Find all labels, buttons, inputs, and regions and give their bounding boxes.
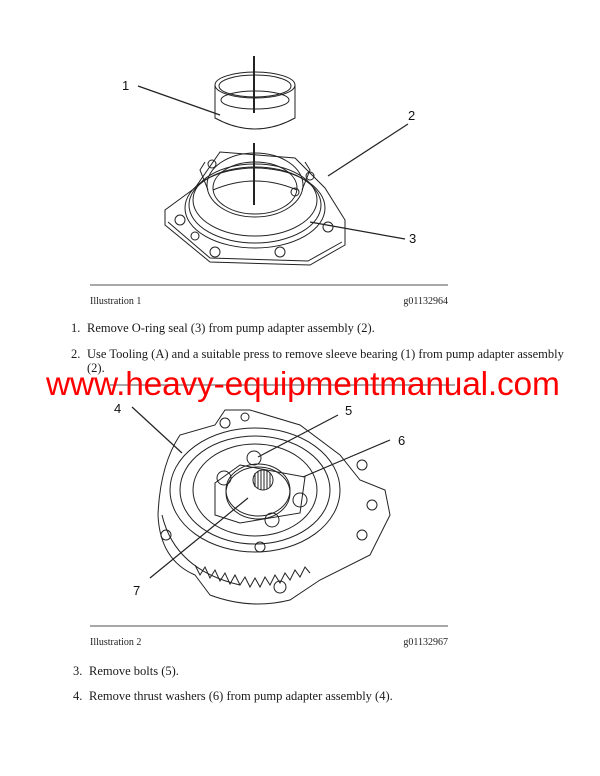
illustration-2-top-rule: [110, 384, 455, 386]
callout-2: 2: [408, 108, 415, 123]
callout-3: 3: [409, 231, 416, 246]
illustration-1-id: g01132964: [403, 296, 448, 307]
illustration-1-rule: [90, 284, 448, 286]
step-number: 2.: [71, 347, 81, 361]
step-2: 2. Use Tooling (A) and a suitable press t…: [71, 347, 564, 361]
step-2-continuation: (2).: [87, 361, 105, 375]
step-number: 3.: [73, 664, 83, 678]
step-text: Remove bolts (5).: [89, 664, 179, 678]
step-number: 4.: [73, 689, 83, 703]
step-1: 1. Remove O-ring seal (3) from pump adapt…: [71, 321, 375, 335]
step-number: 1.: [71, 321, 81, 335]
callout-6: 6: [398, 433, 405, 448]
step-3: 3. Remove bolts (5).: [73, 664, 179, 678]
callout-4: 4: [114, 401, 121, 416]
illustration-2-rule: [90, 625, 448, 627]
step-text: Remove O-ring seal (3) from pump adapter…: [87, 321, 375, 335]
illustration-2-drawing: 4 5 6 7: [114, 401, 405, 605]
illustration-2-label: Illustration 2: [90, 637, 142, 648]
callout-7: 7: [133, 583, 140, 598]
callout-5: 5: [345, 403, 352, 418]
step-4: 4. Remove thrust washers (6) from pump ad…: [73, 689, 393, 703]
step-text: Use Tooling (A) and a suitable press to …: [87, 347, 564, 361]
watermark-url: www.heavy-equipmentmanual.com: [46, 366, 560, 403]
step-text: Remove thrust washers (6) from pump adap…: [89, 689, 393, 703]
illustration-2-id: g01132967: [403, 637, 448, 648]
illustration-1-drawing: 1 2 3: [122, 56, 416, 266]
illustration-1-label: Illustration 1: [90, 296, 142, 307]
callout-1: 1: [122, 78, 129, 93]
